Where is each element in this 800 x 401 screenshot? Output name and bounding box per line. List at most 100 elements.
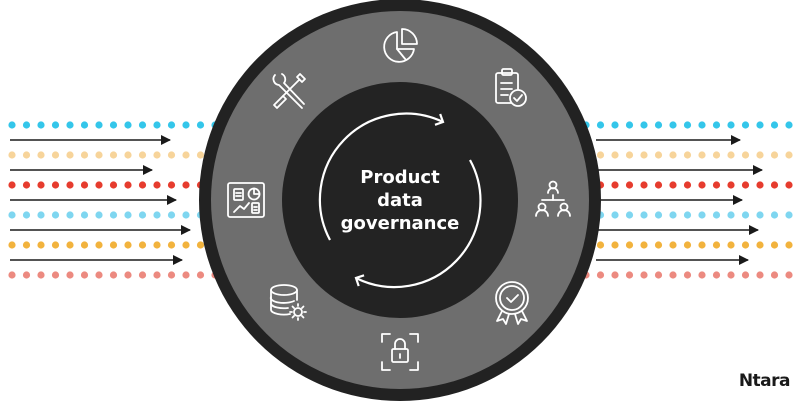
right-flow-dot	[654, 211, 663, 219]
right-flow-dot	[611, 211, 619, 219]
right-flow-dot	[727, 241, 735, 249]
left-flow-dot	[124, 211, 132, 219]
left-flow-dot	[51, 181, 60, 189]
right-flow-dot	[611, 181, 619, 189]
right-flow-dot	[727, 211, 735, 219]
right-flow-dot	[756, 241, 764, 249]
left-flow-dot	[138, 181, 147, 189]
right-flow-dot	[698, 241, 706, 249]
right-flow-dot	[654, 181, 663, 189]
left-flow-dot	[66, 271, 74, 279]
right-flow-dot	[785, 241, 793, 249]
right-flow-dot	[756, 181, 764, 189]
right-flow-dot	[683, 241, 692, 249]
left-flow-dot	[182, 271, 190, 279]
right-flow-dot	[712, 271, 721, 279]
right-flow-dot	[625, 181, 634, 189]
right-flow-dot	[669, 271, 677, 279]
left-flow-dot	[37, 211, 45, 219]
left-flow-dot	[95, 241, 103, 249]
left-flow-dot	[167, 181, 176, 189]
right-flow-dot	[741, 151, 750, 159]
right-flow-dot	[669, 121, 677, 129]
cycle-arrow-bottom	[354, 159, 482, 289]
right-flow-dot	[654, 271, 663, 279]
left-flow-dot	[8, 181, 16, 189]
padlock-scan-icon	[381, 333, 419, 371]
right-flow-dot	[756, 271, 764, 279]
left-flow-dot	[66, 241, 74, 249]
left-flow-dot	[80, 181, 89, 189]
left-flow-dot	[95, 121, 103, 129]
left-flow-dot	[138, 151, 147, 159]
left-flow-dot	[167, 211, 176, 219]
left-flow-dot	[8, 241, 16, 249]
left-flow-dot	[153, 211, 161, 219]
left-flow-dot	[37, 181, 45, 189]
left-flow-dot	[8, 271, 16, 279]
ntara-logo: Ntara	[738, 371, 791, 391]
left-flow-dot	[37, 271, 45, 279]
right-flow-dot	[712, 121, 721, 129]
left-flow-dot	[196, 121, 205, 129]
left-flow-dot	[80, 211, 89, 219]
right-flow-dot	[625, 271, 634, 279]
left-flow-dot	[95, 151, 103, 159]
right-flow-dot	[611, 241, 619, 249]
center-title-line-1: Product	[360, 167, 440, 188]
left-flow-dot	[22, 151, 31, 159]
left-flow-dot	[66, 121, 74, 129]
left-flow-dot	[109, 211, 118, 219]
right-flow-dot	[756, 151, 764, 159]
left-flow-dot	[51, 211, 60, 219]
left-flow-dot	[182, 151, 190, 159]
left-flow-dot	[22, 211, 31, 219]
left-flow-dot	[138, 271, 147, 279]
left-flow-dot	[109, 151, 118, 159]
right-flow-dot	[770, 121, 779, 129]
database-gear-icon	[269, 284, 307, 321]
right-flow-dot	[741, 241, 750, 249]
left-flow-dot	[167, 151, 176, 159]
right-flow-dot	[712, 181, 721, 189]
right-flow-dot	[625, 151, 634, 159]
left-flow-dot	[8, 151, 16, 159]
center-title: Product data governance	[300, 166, 500, 235]
left-flow-dot	[167, 121, 176, 129]
right-flow-dot	[785, 271, 793, 279]
org-chart-icon	[535, 180, 571, 217]
right-flow-dot	[698, 151, 706, 159]
left-flow-dot	[153, 181, 161, 189]
center-title-line-2: data	[377, 190, 423, 211]
right-flow-dot	[611, 121, 619, 129]
right-flow-dot	[596, 151, 605, 159]
right-flow-dot	[640, 181, 648, 189]
right-flow-dot	[625, 241, 634, 249]
left-flow-dot	[66, 211, 74, 219]
right-flow-dot	[741, 121, 750, 129]
left-flow-dot	[138, 121, 147, 129]
left-flow-dot	[22, 241, 31, 249]
left-flow-dot	[22, 121, 31, 129]
left-flow-dot	[80, 241, 89, 249]
right-flow-dot	[727, 121, 735, 129]
right-flow-dot	[640, 211, 648, 219]
left-flow-dot	[80, 271, 89, 279]
center-title-line-3: governance	[340, 213, 460, 234]
left-flow-dot	[182, 181, 190, 189]
right-flow-dot	[611, 271, 619, 279]
award-badge-icon	[495, 281, 529, 325]
right-flow-dot	[741, 211, 750, 219]
right-flow-dot	[727, 271, 735, 279]
right-flow-dot	[654, 151, 663, 159]
right-flow-dot	[596, 241, 605, 249]
left-flow-dot	[51, 241, 60, 249]
right-flow-dot	[640, 271, 648, 279]
left-flow-dot	[22, 271, 31, 279]
left-flow-dot	[182, 121, 190, 129]
left-flow-dot	[196, 271, 205, 279]
left-flow-dot	[182, 211, 190, 219]
right-flow-dot	[756, 211, 764, 219]
